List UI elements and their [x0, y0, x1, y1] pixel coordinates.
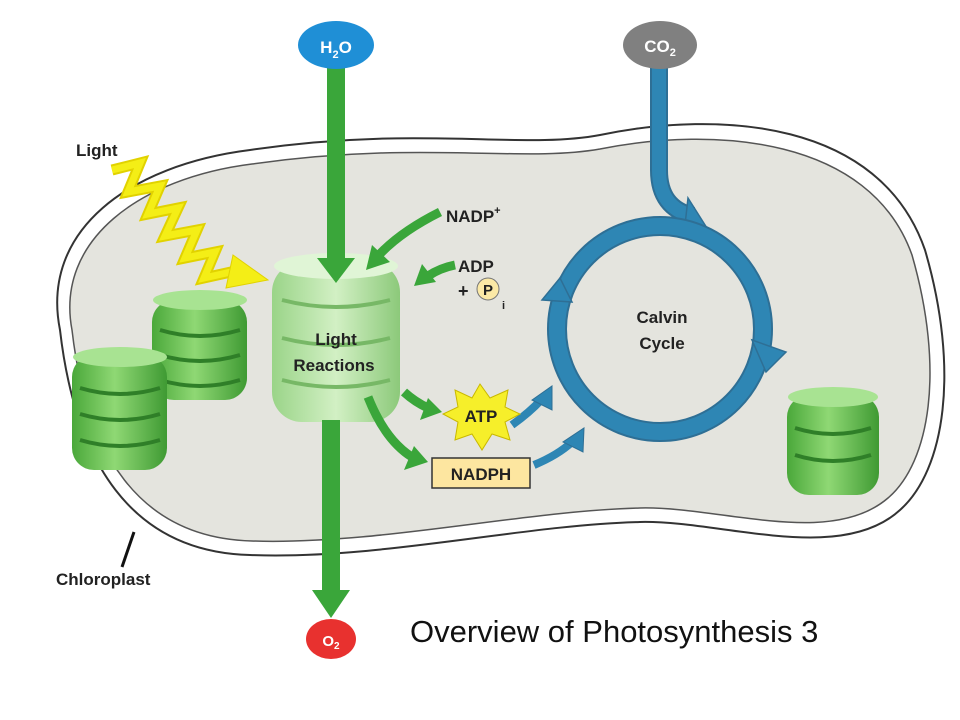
- oxygen-arrowhead: [312, 590, 350, 618]
- light-arrowhead: [225, 254, 270, 289]
- plus-label: +: [458, 281, 469, 301]
- to-nadph-arrow: [363, 395, 415, 461]
- grana-stack-right: [787, 387, 879, 495]
- grana-stack-left-front: [72, 347, 167, 470]
- adp-label: ADP: [458, 257, 494, 276]
- diagram-title: Overview of Photosynthesis 3: [410, 614, 818, 649]
- oxygen-node: [306, 619, 356, 659]
- nadp-label: NADP+: [446, 205, 501, 226]
- water-node: [298, 21, 374, 69]
- water-arrow-shaft: [327, 60, 345, 260]
- co2-node: [623, 21, 697, 69]
- calvin-ring-arrow-right: [750, 338, 788, 374]
- nadph-label: NADPH: [451, 465, 511, 484]
- light-reactions-label-line2: Reactions: [293, 356, 374, 375]
- pi-subscript: i: [502, 300, 505, 312]
- nadph-box: [431, 457, 531, 489]
- atp-star: [441, 383, 522, 451]
- water-label: H2O: [320, 38, 352, 61]
- chloroplast-label: Chloroplast: [56, 570, 151, 589]
- water-arrowhead: [317, 258, 355, 283]
- calvin-cycle-label-line2: Cycle: [639, 334, 684, 353]
- atp-label: ATP: [465, 407, 498, 426]
- calvin-cycle-label-line1: Calvin: [636, 308, 687, 327]
- pi-label: P: [483, 282, 493, 299]
- co2-label: CO2: [644, 37, 676, 59]
- light-reactions-label-line1: Light: [315, 330, 357, 349]
- oxygen-label: O2: [322, 633, 340, 652]
- oxygen-arrow-shaft: [322, 420, 340, 592]
- calvin-ring-arrow-left: [540, 276, 574, 303]
- light-label: Light: [76, 141, 118, 160]
- chloroplast-pointer: [120, 531, 136, 568]
- pi-circle: [476, 277, 500, 301]
- nadp-arrow: [374, 207, 443, 260]
- grana-stack-left-back: [152, 290, 247, 400]
